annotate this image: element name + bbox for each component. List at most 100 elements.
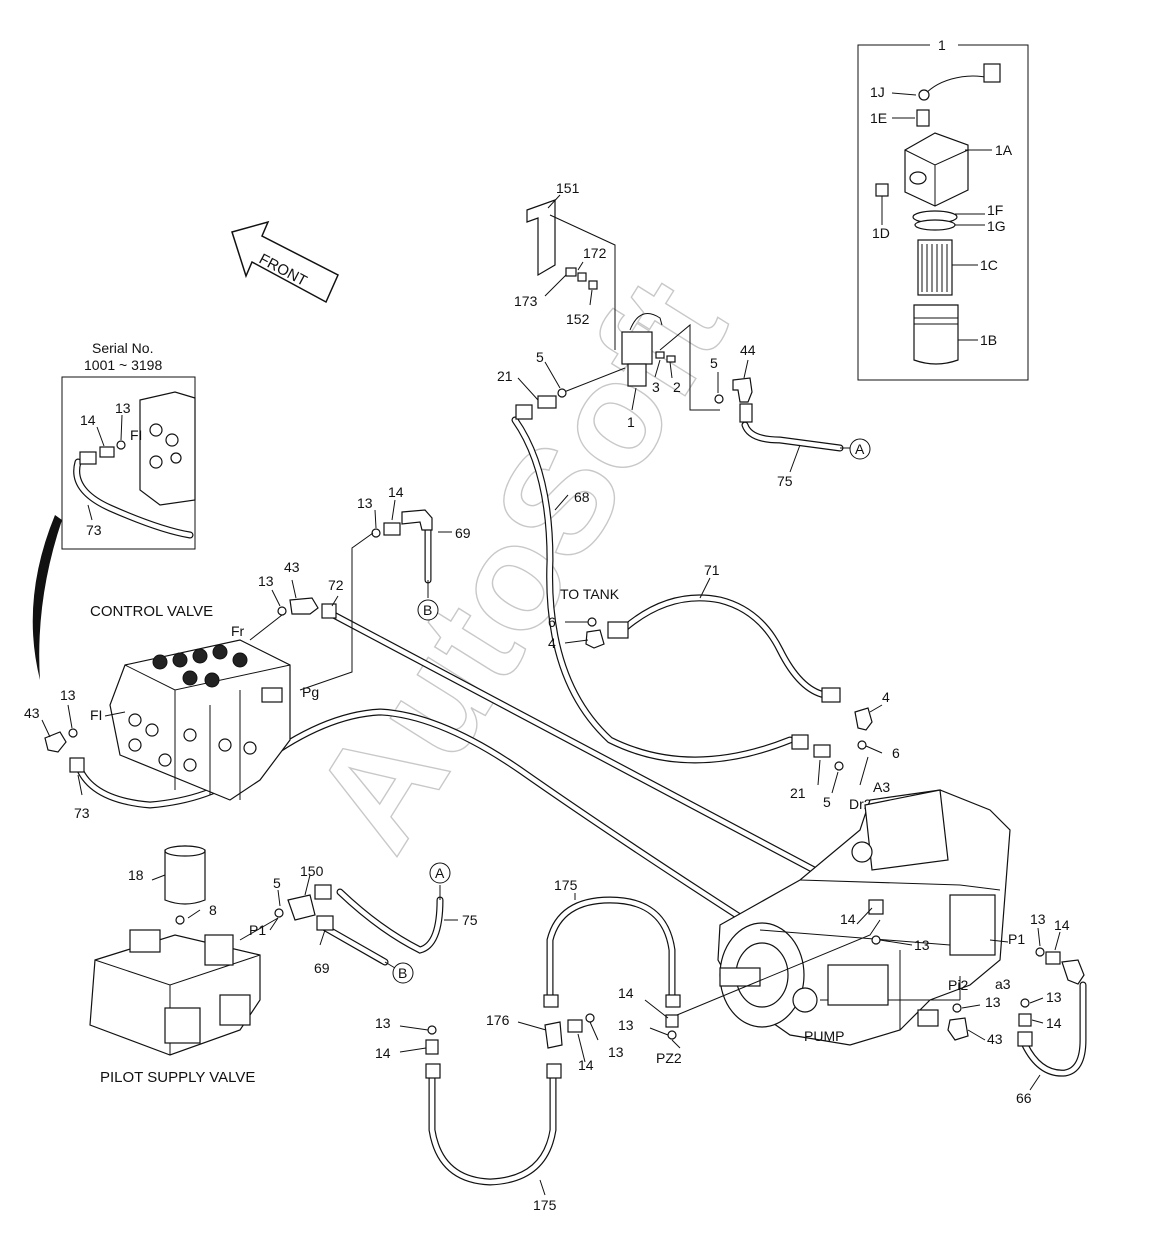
hose-end-72 xyxy=(321,603,337,619)
callout-152: 152 xyxy=(566,311,590,327)
callout-14-c: 14 xyxy=(375,1045,391,1061)
port-fr: Fr xyxy=(231,623,245,639)
callout-2: 2 xyxy=(673,379,681,395)
callout-75-a: 75 xyxy=(777,473,793,489)
callout-43-b: 43 xyxy=(24,705,40,721)
callout-5-d: 5 xyxy=(273,875,281,891)
ref-circle-a-bottom xyxy=(429,862,451,884)
hoses xyxy=(74,416,1087,1186)
callout-14-a: 14 xyxy=(388,484,404,500)
tank-line-group: TO TANK 6 4 71 4 6 21 5 A3 Dr2 xyxy=(548,562,900,812)
inset-valve-body xyxy=(139,391,196,506)
fitting-14-p1 xyxy=(1045,951,1061,965)
oring-5-right xyxy=(714,394,724,404)
hose-end-71-left xyxy=(607,621,629,639)
fr-line-group: 13 43 72 xyxy=(249,559,344,641)
hose-69-bottom xyxy=(319,923,388,965)
callout-150: 150 xyxy=(300,863,324,879)
inset-oring-13 xyxy=(116,440,126,450)
callout-1e: 1E xyxy=(870,110,887,126)
to-tank-label: TO TANK xyxy=(560,586,620,602)
hose-end-175-upper-left xyxy=(543,994,559,1008)
elbow-69-top xyxy=(401,509,433,531)
fitting-21-top xyxy=(537,395,557,409)
ref-b-top: B xyxy=(423,602,432,618)
callout-6-a: 6 xyxy=(548,614,556,630)
callout-1-head: 1 xyxy=(938,37,946,53)
fitting-14-pz2 xyxy=(665,1014,679,1028)
control-valve: CONTROL VALVE Fr Pg FI xyxy=(90,603,319,801)
part-2 xyxy=(666,355,676,363)
callout-175-a: 175 xyxy=(554,877,578,893)
callout-1d: 1D xyxy=(872,225,890,241)
port-fi-main: FI xyxy=(90,707,102,723)
hose-end-71-right xyxy=(821,687,841,703)
bracket-151 xyxy=(526,199,556,277)
callout-4-a: 4 xyxy=(548,635,556,651)
oring-13-tee xyxy=(585,1013,595,1023)
callout-5-c: 5 xyxy=(823,794,831,810)
oring-13-a3 xyxy=(1020,998,1030,1008)
serial-inset-title: Serial No. xyxy=(92,340,153,356)
fi-line-group: 43 13 73 xyxy=(24,687,90,821)
elbow-43-fi xyxy=(44,731,67,753)
callout-13-k: 13 xyxy=(1046,989,1062,1005)
callout-43-c: 43 xyxy=(987,1031,1003,1047)
ref-circle-a-top xyxy=(849,438,871,460)
callout-3: 3 xyxy=(652,379,660,395)
elbow-43-pi2 xyxy=(947,1017,969,1041)
pump-fitting-14 xyxy=(868,899,884,915)
port-pz2: PZ2 xyxy=(656,1050,682,1066)
pilot-supply-valve: 18 8 PILOT SUPPLY VALVE P1 5 150 75 69 A… xyxy=(89,845,478,1086)
callout-1f: 1F xyxy=(987,202,1003,218)
ref-a-bottom: A xyxy=(435,865,445,881)
callout-69-a: 69 xyxy=(455,525,471,541)
sensor-stem-1 xyxy=(627,363,647,387)
hose-end-68-right xyxy=(791,734,809,750)
callout-13-e: 13 xyxy=(375,1015,391,1031)
callout-44: 44 xyxy=(740,342,756,358)
hose-end-75-top xyxy=(739,403,753,423)
hose-end-68 xyxy=(515,404,533,420)
callout-14-d: 14 xyxy=(618,985,634,1001)
pg-line-group: 13 14 69 B xyxy=(299,484,471,691)
pump-oring-13 xyxy=(871,935,881,945)
part-1e xyxy=(916,109,930,127)
callout-14-i: 14 xyxy=(1046,1015,1062,1031)
port-a3-lower: a3 xyxy=(995,976,1011,992)
serial-inset: Serial No. 1001 ~ 3198 14 13 FI 73 xyxy=(61,340,196,550)
elbow-44 xyxy=(732,377,753,403)
cv-spool-3 xyxy=(192,648,208,664)
inset-fitting-14 xyxy=(99,446,115,458)
oring-6-pump xyxy=(857,740,867,750)
hose-end-73-main xyxy=(69,757,85,773)
oring-5-pump xyxy=(834,761,844,771)
hose-175-upper xyxy=(547,897,675,1003)
elbow-43-fr xyxy=(289,597,319,615)
callout-72: 72 xyxy=(328,577,344,593)
fitting-14-a3 xyxy=(1018,1013,1032,1027)
part-152 xyxy=(588,280,598,290)
callout-13-d: 13 xyxy=(60,687,76,703)
pump-shaft xyxy=(719,967,761,987)
callout-1b: 1B xyxy=(980,332,997,348)
callout-13-j: 13 xyxy=(1030,911,1046,927)
callout-13-pi2: 13 xyxy=(985,994,1001,1010)
callout-66: 66 xyxy=(1016,1090,1032,1106)
callout-69-b: 69 xyxy=(314,960,330,976)
cv-spool-2 xyxy=(172,652,188,668)
inset-hose-73 xyxy=(74,459,193,538)
oring-13-p1 xyxy=(1035,947,1045,957)
cv-spool-7 xyxy=(204,672,220,688)
ref-a-top: A xyxy=(855,441,865,457)
pz2-line-group: 175 176 13 14 14 13 13 14 PZ2 175 xyxy=(375,877,682,1213)
callout-5-a: 5 xyxy=(536,349,544,365)
filter-connector xyxy=(983,63,1001,83)
callout-68: 68 xyxy=(574,489,590,505)
hose-73 xyxy=(75,709,763,933)
front-arrow-shape xyxy=(231,220,339,304)
callout-13-c: 13 xyxy=(258,573,274,589)
hose-175-lower xyxy=(429,1067,556,1185)
callout-4-b: 4 xyxy=(882,689,890,705)
port-pg: Pg xyxy=(302,684,319,700)
